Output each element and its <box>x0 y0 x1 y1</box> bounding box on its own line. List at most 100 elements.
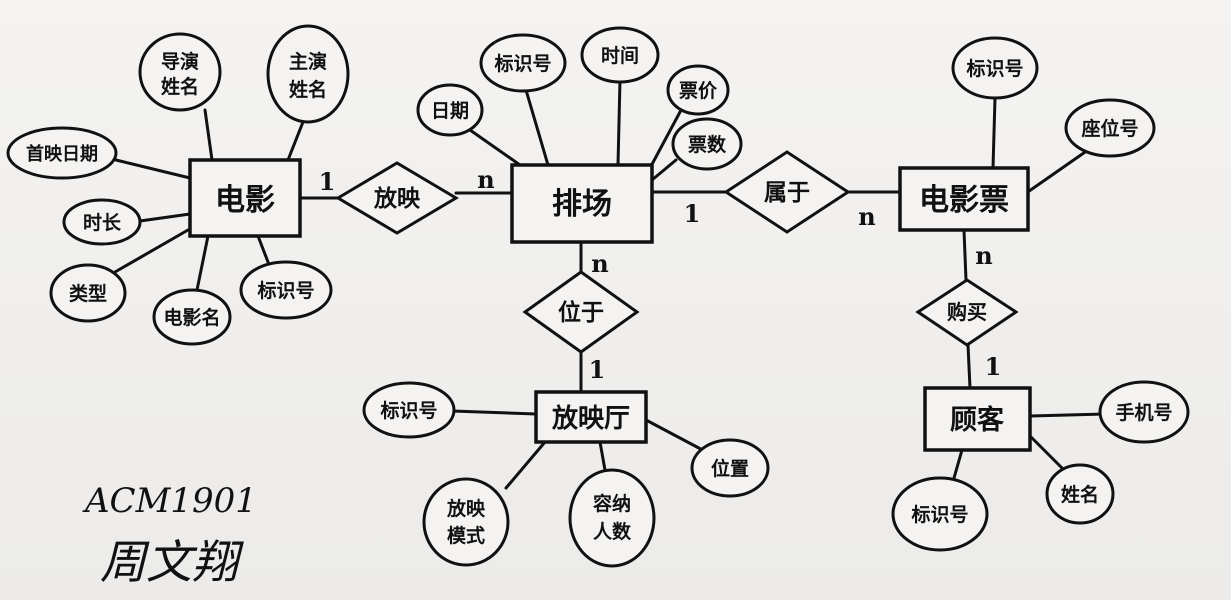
attr-movie-premiere: 首映日期 <box>6 126 118 180</box>
svg-text:电影名: 电影名 <box>163 306 220 329</box>
entity-customer: 顾客 <box>923 386 1032 452</box>
attr-ticket-seat: 座位号 <box>1064 98 1156 158</box>
line-customer-name <box>1028 434 1064 470</box>
svg-text:日期: 日期 <box>431 100 469 122</box>
attr-session-id: 标识号 <box>479 33 567 93</box>
relationship-located-label: 位于 <box>558 299 604 326</box>
attr-customer-name: 姓名 <box>1045 463 1115 525</box>
line-movie-director <box>203 108 214 162</box>
relationship-located: 位于 <box>522 270 640 354</box>
attr-customer-id: 标识号 <box>891 476 989 552</box>
signature: ACM1901 周文翔 <box>82 481 257 589</box>
line-movie-genre <box>113 228 190 274</box>
card-located-hall: 1 <box>589 355 606 384</box>
svg-text:标识号: 标识号 <box>966 58 1023 80</box>
line-hall-mode <box>504 440 547 490</box>
svg-text:票数: 票数 <box>688 133 727 156</box>
line-ticket-seat <box>1020 148 1090 198</box>
line-hall-capacity <box>598 440 607 472</box>
card-belongs-ticket: n <box>858 202 875 231</box>
attr-movie-duration: 时长 <box>62 198 142 246</box>
attr-session-time: 时间 <box>580 26 660 84</box>
svg-text:姓名: 姓名 <box>289 78 327 101</box>
attr-movie-id: 标识号 <box>239 260 333 320</box>
line-ticket-id <box>991 96 997 170</box>
svg-text:模式: 模式 <box>447 524 485 547</box>
entity-movie-label: 电影 <box>215 183 275 218</box>
svg-text:标识号: 标识号 <box>380 400 437 422</box>
svg-text:姓名: 姓名 <box>161 75 199 98</box>
attr-customer-phone: 手机号 <box>1098 380 1190 444</box>
svg-text:放映: 放映 <box>446 497 486 520</box>
entity-ticket: 电影票 <box>898 166 1030 232</box>
attr-movie-genre: 类型 <box>49 263 127 323</box>
line-buy-customer <box>966 343 972 390</box>
attr-movie-director: 导演 姓名 <box>138 32 222 112</box>
relationship-belongs-label: 属于 <box>764 180 810 206</box>
card-screens-session: n <box>477 165 494 194</box>
line-movie-id <box>256 234 270 264</box>
line-hall-id <box>450 409 538 416</box>
svg-text:标识号: 标识号 <box>257 280 314 302</box>
entity-customer-label: 顾客 <box>950 404 1005 436</box>
entity-hall: 放映厅 <box>534 390 648 444</box>
svg-text:首映日期: 首映日期 <box>26 143 98 165</box>
svg-text:手机号: 手机号 <box>1115 401 1172 424</box>
card-ticket-buy: n <box>975 241 992 270</box>
svg-text:标识号: 标识号 <box>494 53 551 75</box>
relationship-buy-label: 购买 <box>947 300 987 324</box>
svg-text:主演: 主演 <box>289 50 327 73</box>
line-customer-id <box>952 448 964 480</box>
entity-hall-label: 放映厅 <box>551 403 630 434</box>
relationship-belongs: 属于 <box>723 150 851 234</box>
line-session-price <box>648 110 682 170</box>
line-session-time <box>616 78 622 167</box>
svg-text:座位号: 座位号 <box>1081 117 1138 140</box>
attr-movie-name: 电影名 <box>152 288 232 346</box>
svg-text:标识号: 标识号 <box>911 504 968 526</box>
attr-movie-actor: 主演 姓名 <box>266 24 350 124</box>
relationship-screens-label: 放映 <box>373 185 421 212</box>
card-movie-screens: 1 <box>319 167 336 196</box>
attr-ticket-id: 标识号 <box>951 36 1039 100</box>
line-session-id <box>524 88 550 167</box>
card-session-belongs: 1 <box>684 199 701 228</box>
svg-text:位置: 位置 <box>711 457 749 480</box>
svg-text:人数: 人数 <box>593 520 632 543</box>
attr-hall-capacity: 容纳 人数 <box>568 468 656 568</box>
line-ticket-buy <box>962 228 968 282</box>
line-movie-premiere <box>114 158 192 180</box>
line-session-count <box>650 158 678 182</box>
svg-text:时长: 时长 <box>83 212 122 234</box>
card-session-located: n <box>591 249 608 278</box>
entity-session: 排场 <box>510 163 654 244</box>
relationship-buy: 购买 <box>915 278 1019 347</box>
attr-session-date: 日期 <box>416 83 484 137</box>
svg-text:类型: 类型 <box>69 282 107 305</box>
cardinalities: 1 n 1 n n 1 n 1 <box>319 165 1002 384</box>
line-session-date <box>468 128 522 167</box>
signature-name: 周文翔 <box>100 535 244 589</box>
card-buy-customer: 1 <box>985 352 1002 381</box>
attr-session-price: 票价 <box>666 64 730 116</box>
attr-hall-location: 位置 <box>690 438 770 498</box>
entity-session-label: 排场 <box>552 187 612 222</box>
line-movie-actor <box>286 120 305 162</box>
relationship-screens: 放映 <box>335 161 459 235</box>
connector-lines <box>113 78 1107 490</box>
svg-text:容纳: 容纳 <box>593 492 631 515</box>
attr-hall-mode: 放映 模式 <box>422 477 510 567</box>
attr-session-count: 票数 <box>671 117 743 171</box>
line-customer-phone <box>1028 412 1107 418</box>
svg-text:时间: 时间 <box>601 45 639 67</box>
svg-text:姓名: 姓名 <box>1061 483 1099 506</box>
svg-text:导演: 导演 <box>161 50 199 73</box>
line-movie-duration <box>138 212 192 223</box>
entity-movie: 电影 <box>188 158 302 238</box>
line-movie-name <box>195 234 210 292</box>
entity-ticket-label: 电影票 <box>919 183 1009 218</box>
attr-hall-id: 标识号 <box>362 381 456 439</box>
signature-class: ACM1901 <box>82 481 257 521</box>
